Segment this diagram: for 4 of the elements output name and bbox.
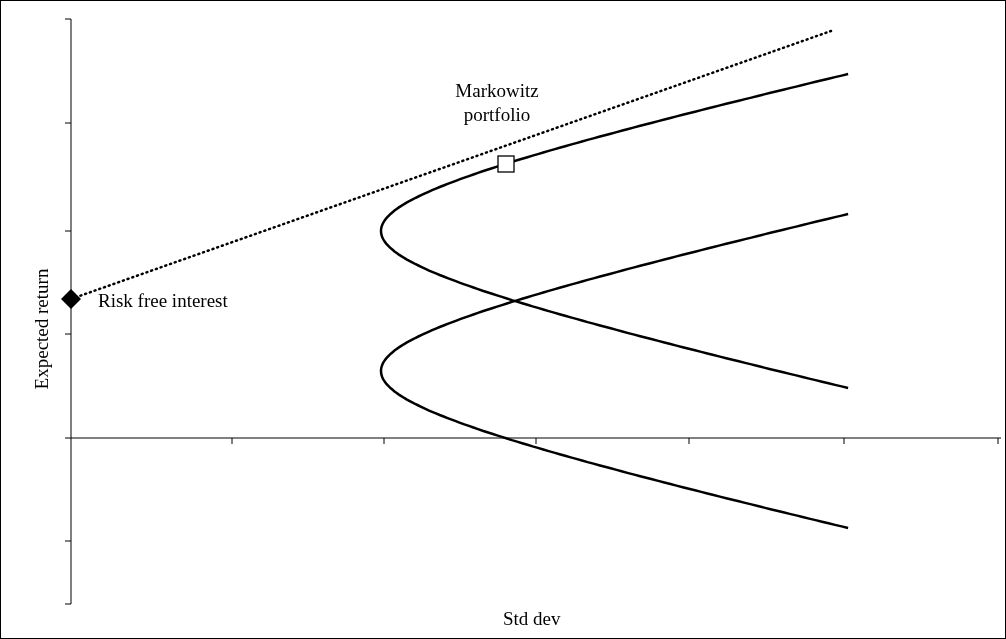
- chart-annotation: Markowitz portfolio: [454, 79, 540, 127]
- chart-annotation: Risk free interest: [98, 289, 228, 313]
- x-axis-title: Std dev: [503, 607, 561, 631]
- y-axis-title: Expected return: [30, 268, 54, 390]
